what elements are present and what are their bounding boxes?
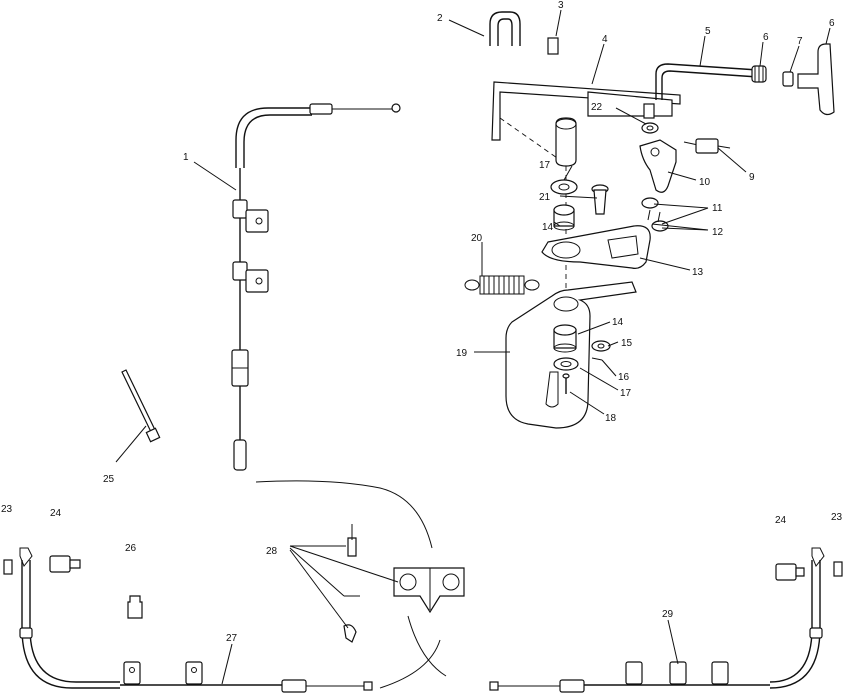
part-17-washer-lower bbox=[553, 357, 579, 371]
part-18-screw bbox=[562, 373, 570, 394]
leader-lines bbox=[115, 9, 831, 685]
callout-1: 1 bbox=[183, 152, 189, 163]
cable-29-right bbox=[489, 547, 825, 693]
callout-16: 16 bbox=[618, 372, 630, 383]
callout-17-lower: 17 bbox=[620, 388, 632, 399]
part-21-clevis-pin bbox=[591, 184, 609, 215]
part-14-bushing-upper bbox=[553, 204, 575, 231]
part-10-lever bbox=[639, 139, 677, 193]
part-15-washer bbox=[591, 340, 611, 352]
part-5-bent-rod bbox=[655, 63, 759, 100]
part-20-spring bbox=[464, 275, 540, 295]
callout-21: 21 bbox=[539, 192, 551, 203]
throttle-cable-1 bbox=[231, 103, 401, 471]
callout-labels: 1 2 3 4 5 6 6 7 9 10 11 12 13 14 14 15 1… bbox=[1, 0, 843, 644]
part-25-rod bbox=[121, 369, 161, 443]
callout-24-left: 24 bbox=[50, 508, 62, 519]
part-26-fitting bbox=[127, 595, 143, 619]
part-24-left bbox=[49, 555, 81, 573]
part-14-bushing-lower bbox=[553, 324, 577, 353]
callout-24-right: 24 bbox=[775, 515, 787, 526]
callout-12: 12 bbox=[712, 227, 724, 238]
callout-29: 29 bbox=[662, 609, 674, 620]
callout-26: 26 bbox=[125, 543, 137, 554]
callout-13: 13 bbox=[692, 267, 704, 278]
part-17-washer-upper bbox=[550, 179, 578, 195]
callout-11: 11 bbox=[712, 203, 723, 214]
part-9-connector bbox=[683, 138, 731, 154]
callout-14-lower: 14 bbox=[612, 317, 624, 328]
callout-18: 18 bbox=[605, 413, 617, 424]
callout-6-knob: 6 bbox=[829, 18, 835, 29]
callout-4: 4 bbox=[602, 34, 608, 45]
callout-23-left: 23 bbox=[1, 504, 13, 515]
cable-27-left bbox=[19, 547, 373, 693]
callout-28: 28 bbox=[266, 546, 278, 557]
callout-15: 15 bbox=[621, 338, 633, 349]
pivot-post bbox=[555, 117, 577, 300]
callout-7: 7 bbox=[797, 36, 803, 47]
part-8-t-knob bbox=[797, 43, 835, 116]
part-22-washer bbox=[641, 122, 659, 134]
callout-14-upper: 14 bbox=[542, 222, 554, 233]
part-16-pin bbox=[591, 357, 603, 361]
part-11-12-hardware bbox=[641, 197, 669, 232]
part-2-u-bracket bbox=[489, 11, 521, 46]
callout-20: 20 bbox=[471, 233, 483, 244]
callout-25: 25 bbox=[103, 474, 115, 485]
callout-10: 10 bbox=[699, 177, 711, 188]
part-7-ferrule bbox=[782, 71, 794, 87]
callout-2: 2 bbox=[437, 13, 443, 24]
part-24-right bbox=[775, 563, 805, 581]
callout-5: 5 bbox=[705, 26, 711, 37]
callout-9: 9 bbox=[749, 172, 755, 183]
callout-3: 3 bbox=[558, 0, 564, 11]
callout-17-upper: 17 bbox=[539, 160, 551, 171]
callout-6-spring: 6 bbox=[763, 32, 769, 43]
part-19-main-bracket bbox=[505, 281, 637, 429]
callout-19: 19 bbox=[456, 348, 468, 359]
part-23-left bbox=[3, 559, 13, 575]
part-6-spring bbox=[751, 65, 767, 83]
callout-23-right: 23 bbox=[831, 512, 843, 523]
part-3-block bbox=[547, 37, 559, 55]
part-22-pin bbox=[643, 103, 655, 119]
part-23-right bbox=[833, 561, 843, 577]
callout-22: 22 bbox=[591, 102, 603, 113]
lower-detail-part-28 bbox=[255, 480, 465, 689]
part-13-plate bbox=[541, 225, 651, 269]
callout-27: 27 bbox=[226, 633, 238, 644]
